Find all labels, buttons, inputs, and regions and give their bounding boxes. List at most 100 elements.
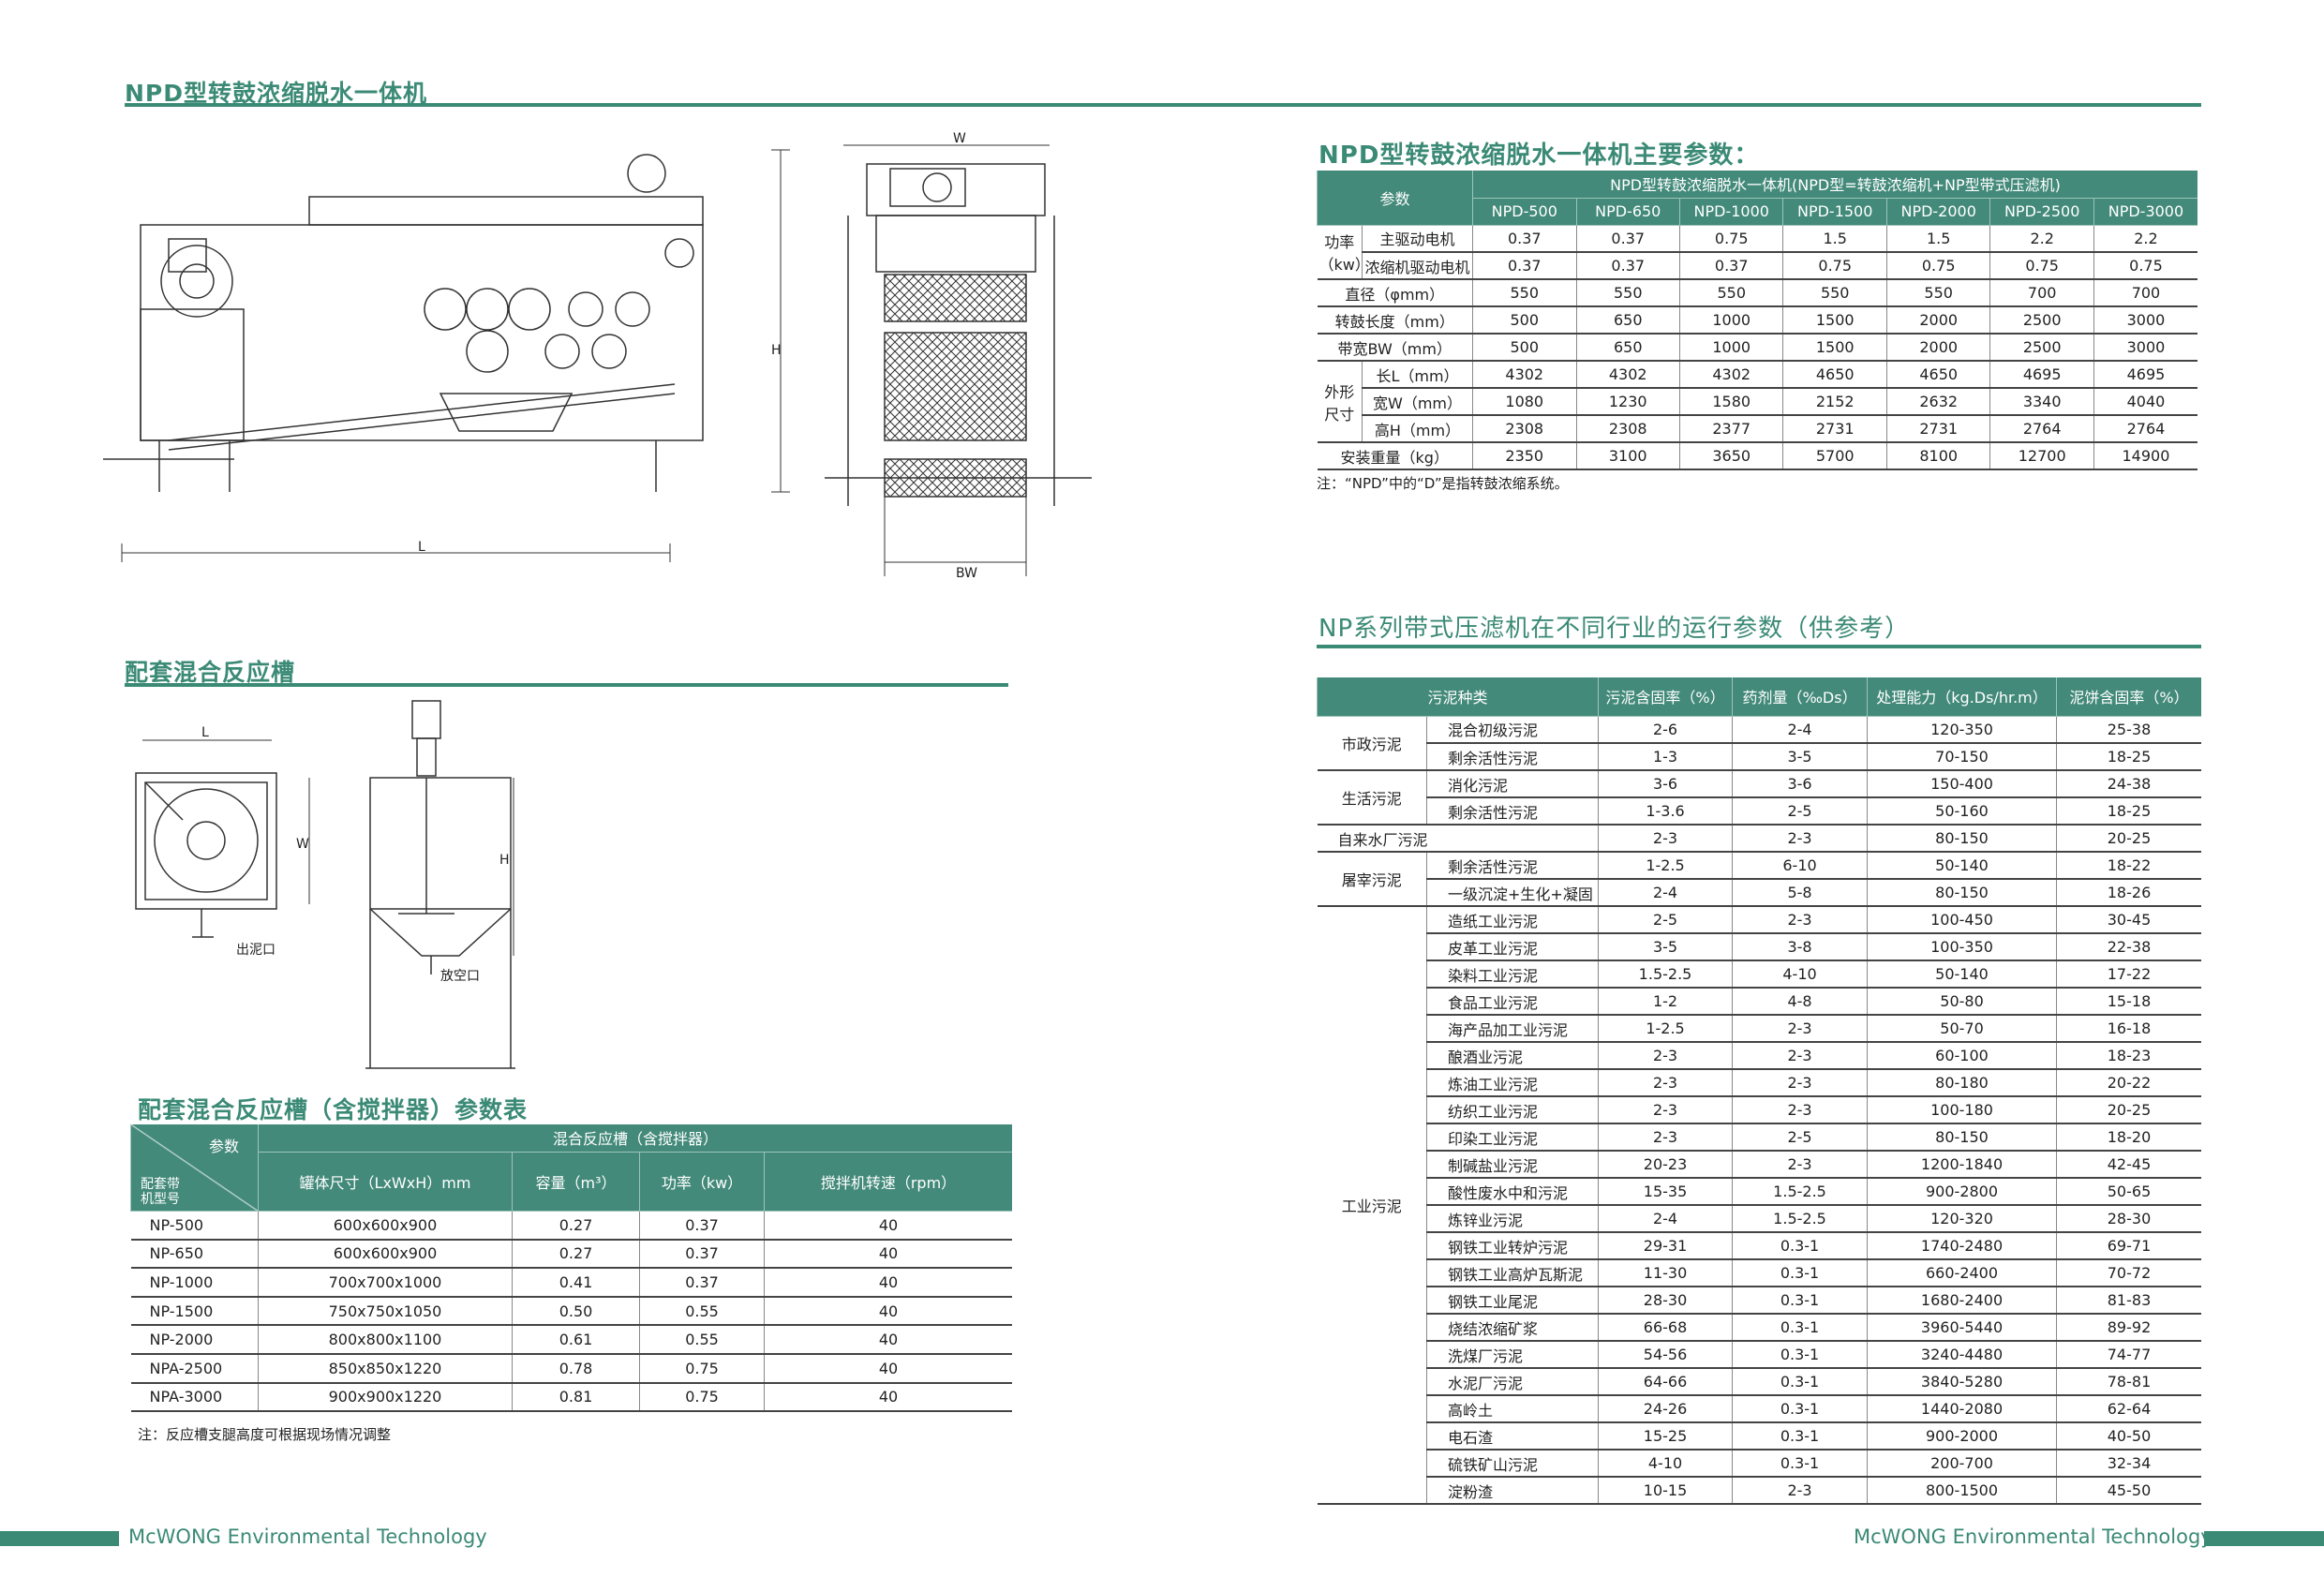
cell-value: 50-70 bbox=[1867, 1015, 2057, 1043]
cell-value: 20-25 bbox=[2056, 825, 2201, 853]
cell-value: 50-65 bbox=[2056, 1178, 2201, 1206]
cell-value: 17-22 bbox=[2056, 960, 2201, 989]
cell-value: 2308 bbox=[1472, 415, 1576, 443]
cell-value: 650 bbox=[1575, 306, 1680, 335]
cell-value: 2500 bbox=[1989, 306, 2094, 335]
cell-value: 20-23 bbox=[1598, 1151, 1733, 1179]
cell-value: 60-100 bbox=[1867, 1042, 2057, 1070]
cell-value: 1-2 bbox=[1598, 988, 1733, 1016]
cell-value: 0.37 bbox=[1678, 252, 1783, 280]
cell-value: 3-8 bbox=[1732, 933, 1868, 961]
cell-value: 2-3 bbox=[1732, 1477, 1868, 1505]
cell-value: 2.2 bbox=[2093, 225, 2197, 253]
cell-value: 550 bbox=[1885, 279, 1990, 307]
row-label: 长L（mm） bbox=[1361, 361, 1473, 389]
cell-value: 40-50 bbox=[2056, 1422, 2201, 1451]
divider bbox=[125, 683, 1008, 687]
sludge-type: 酸性废水中和污泥 bbox=[1425, 1178, 1599, 1206]
section-title-npd: NPD型转鼓浓缩脱水一体机 bbox=[125, 80, 427, 107]
tank-side-view-drawing: H 放空口 bbox=[365, 700, 515, 1069]
cell-value: 2-3 bbox=[1732, 825, 1868, 853]
model-cell: NP-500 bbox=[130, 1211, 259, 1241]
cell-value: 100-180 bbox=[1867, 1096, 2057, 1124]
header-corner: 参数配套带 机型号 bbox=[130, 1124, 259, 1212]
cell-value: 54-56 bbox=[1598, 1341, 1733, 1369]
industry-params-title: NP系列带式压滤机在不同行业的运行参数（供参考） bbox=[1318, 615, 1911, 643]
model-header: NPD-2500 bbox=[1989, 198, 2094, 226]
cell-value: 900-2800 bbox=[1867, 1178, 2057, 1206]
cell-value: 40 bbox=[764, 1211, 1012, 1241]
cell-value: 20-22 bbox=[2056, 1069, 2201, 1097]
cell-value: 2.2 bbox=[1989, 225, 2094, 253]
cell-value: 0.27 bbox=[512, 1211, 640, 1241]
cell-value: 2-4 bbox=[1598, 879, 1733, 907]
cell-value: 1200-1840 bbox=[1867, 1151, 2057, 1179]
cell-value: 1.5-2.5 bbox=[1598, 960, 1733, 989]
column-header: 药剂量（‰Ds） bbox=[1732, 677, 1868, 717]
sludge-type: 淀粉渣 bbox=[1425, 1477, 1599, 1505]
cell-value: 40 bbox=[764, 1353, 1012, 1384]
cell-value: 5700 bbox=[1782, 442, 1887, 470]
cell-value: 2731 bbox=[1782, 415, 1887, 443]
cell-value: 2377 bbox=[1678, 415, 1783, 443]
cell-value: 18-25 bbox=[2056, 743, 2201, 771]
cell-value: 4040 bbox=[2093, 388, 2197, 416]
cell-value: 8100 bbox=[1885, 442, 1990, 470]
cell-value: 0.81 bbox=[512, 1382, 640, 1413]
cell-value: 16-18 bbox=[2056, 1015, 2201, 1043]
model-header: NPD-1000 bbox=[1678, 198, 1783, 226]
cell-value: 2-3 bbox=[1598, 1042, 1733, 1070]
dimension-label-w: W bbox=[953, 131, 966, 146]
cell-value: 0.3-1 bbox=[1732, 1395, 1868, 1423]
cell-value: 3-5 bbox=[1598, 933, 1733, 961]
cell-value: 1230 bbox=[1575, 388, 1680, 416]
cell-value: 600x600x900 bbox=[258, 1239, 513, 1270]
cell-value: 2-5 bbox=[1732, 1123, 1868, 1152]
cell-value: 3240-4480 bbox=[1867, 1341, 2057, 1369]
cell-value: 0.37 bbox=[1575, 225, 1680, 253]
cell-value: 2-3 bbox=[1732, 1151, 1868, 1179]
column-header: 污泥含固率（%） bbox=[1598, 677, 1733, 717]
cell-value: 0.75 bbox=[1989, 252, 2094, 280]
tank-top-view-drawing: L W 出泥口 bbox=[135, 725, 310, 958]
cell-value: 2-3 bbox=[1598, 1123, 1733, 1152]
cell-value: 0.3-1 bbox=[1732, 1314, 1868, 1342]
cell-value: 30-45 bbox=[2056, 906, 2201, 934]
cell-value: 700 bbox=[2093, 279, 2197, 307]
cell-value: 2500 bbox=[1989, 334, 2094, 362]
row-label: 带宽BW（mm） bbox=[1317, 334, 1473, 362]
sludge-type: 皮革工业污泥 bbox=[1425, 933, 1599, 961]
header-param: 参数 bbox=[1316, 171, 1473, 226]
row-label: 转鼓长度（mm） bbox=[1317, 306, 1473, 335]
cell-value: 18-22 bbox=[2056, 852, 2201, 880]
sludge-type: 高岭土 bbox=[1425, 1395, 1599, 1423]
cell-value: 2000 bbox=[1885, 306, 1990, 335]
sludge-type: 食品工业污泥 bbox=[1425, 988, 1599, 1016]
cell-value: 1440-2080 bbox=[1867, 1395, 2057, 1423]
sludge-type: 炼油工业污泥 bbox=[1425, 1069, 1599, 1097]
cell-value: 18-25 bbox=[2056, 797, 2201, 826]
sludge-type: 钢铁工业尾泥 bbox=[1425, 1287, 1599, 1315]
column-header: 污泥种类 bbox=[1316, 677, 1599, 717]
dimension-label-h: H bbox=[771, 343, 782, 358]
cell-value: 2-3 bbox=[1732, 906, 1868, 934]
sludge-type: 炼锌业污泥 bbox=[1425, 1205, 1599, 1233]
model-cell: NP-1000 bbox=[130, 1268, 259, 1298]
